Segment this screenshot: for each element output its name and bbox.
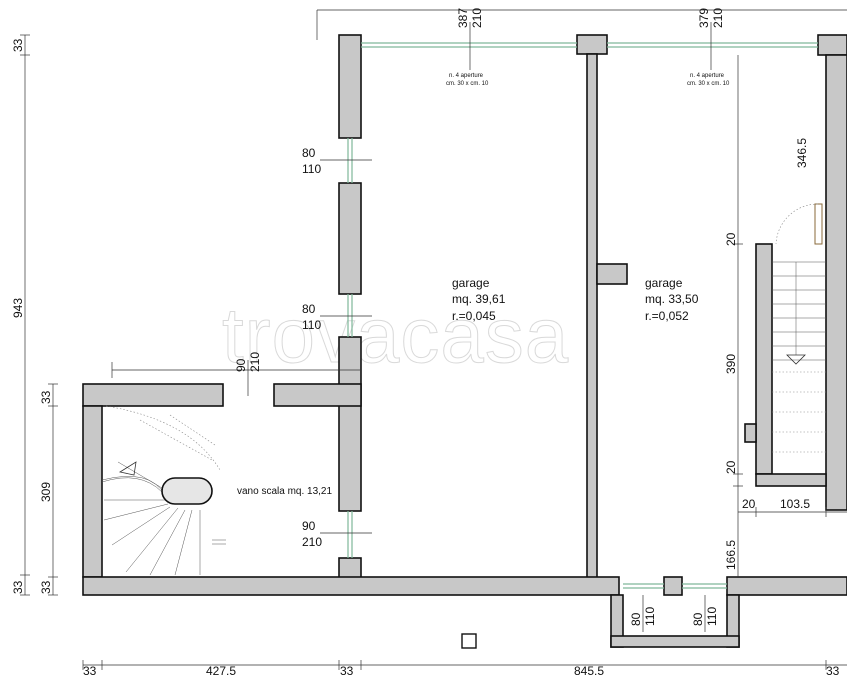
dim-door-stair-b: 210 bbox=[248, 352, 262, 372]
room-garage-1-ratio: r.=0,045 bbox=[452, 309, 496, 323]
right-stair bbox=[772, 203, 826, 453]
wall-central-top bbox=[338, 34, 362, 139]
dim-left-33-b: 33 bbox=[39, 580, 53, 594]
wall-bay-pier bbox=[663, 576, 683, 596]
wall-partition bbox=[586, 53, 598, 579]
walls bbox=[82, 34, 847, 649]
wall-right-column bbox=[825, 54, 847, 511]
vent-note-2-line2: cm. 30 x cm. 10 bbox=[687, 81, 730, 87]
dim-right-346: 346.5 bbox=[795, 138, 809, 168]
wall-partition-stub bbox=[596, 263, 628, 285]
wall-pier-top bbox=[576, 34, 608, 55]
dim-right-20a: 20 bbox=[724, 232, 738, 246]
dim-win2-a: 80 bbox=[302, 302, 316, 316]
room-garage-1-name: garage bbox=[452, 276, 490, 290]
dim-left-309: 309 bbox=[39, 482, 53, 502]
dim-left-33-top: 33 bbox=[11, 38, 25, 52]
wall-bay-bottom bbox=[610, 635, 740, 648]
wall-central-low bbox=[338, 336, 362, 512]
room-garage-2-ratio: r.=0,052 bbox=[645, 309, 689, 323]
dim-right-103: 103.5 bbox=[780, 497, 810, 511]
square-marker bbox=[461, 633, 477, 649]
dim-top-right-a: 379 bbox=[697, 8, 711, 28]
wall-bottom-right bbox=[726, 576, 847, 596]
vent-note-1-line1: n. 4 aperture bbox=[449, 73, 484, 79]
dim-win2-b: 110 bbox=[302, 318, 321, 332]
wall-stair-notch bbox=[744, 423, 757, 443]
dim-top-left-a: 387 bbox=[456, 8, 470, 28]
dim-bottom-33c: 33 bbox=[826, 664, 840, 678]
dim-door-bottom-b: 210 bbox=[302, 535, 322, 549]
watermark-text: trovacasa bbox=[222, 291, 569, 379]
wall-stair-left bbox=[82, 405, 103, 578]
dim-bottom-win-b-b: 110 bbox=[705, 607, 719, 626]
wall-right-top bbox=[817, 34, 847, 56]
dimension-lines bbox=[20, 9, 847, 670]
openings bbox=[347, 42, 818, 589]
dim-bottom-845: 845.5 bbox=[574, 664, 604, 678]
wall-stair-bottom bbox=[755, 473, 827, 487]
room-stair-label: vano scala mq. 13,21 bbox=[237, 486, 332, 497]
dim-bottom-33b: 33 bbox=[340, 664, 354, 678]
wall-stair-top-right bbox=[273, 383, 362, 407]
dim-left-33-bottom: 33 bbox=[11, 580, 25, 594]
spiral-stair bbox=[101, 405, 226, 576]
dim-bottom-win-a-b: 110 bbox=[643, 607, 657, 626]
dim-right-166: 166.5 bbox=[724, 540, 738, 570]
wall-bottom-left bbox=[82, 576, 620, 596]
dim-right-20b: 20 bbox=[724, 460, 738, 474]
dim-door-bottom-a: 90 bbox=[302, 519, 316, 533]
dim-right-20c: 20 bbox=[742, 497, 756, 511]
dim-top-right-b: 210 bbox=[711, 8, 725, 28]
dim-door-stair-a: 90 bbox=[234, 358, 248, 372]
dim-bottom-33a: 33 bbox=[83, 664, 97, 678]
dim-left-total: 943 bbox=[11, 298, 25, 318]
room-garage-2-area: mq. 33,50 bbox=[645, 292, 699, 306]
dim-bottom-win-b-a: 80 bbox=[691, 612, 705, 626]
dim-bottom-427: 427.5 bbox=[206, 664, 236, 678]
dim-top-left-b: 210 bbox=[470, 8, 484, 28]
wall-central-mid bbox=[338, 182, 362, 295]
room-garage-2-name: garage bbox=[645, 276, 683, 290]
dim-right-390: 390 bbox=[724, 354, 738, 374]
dim-bottom-win-a-a: 80 bbox=[629, 612, 643, 626]
room-garage-1-area: mq. 39,61 bbox=[452, 292, 506, 306]
wall-stair-left bbox=[755, 243, 773, 475]
dim-win1-b: 110 bbox=[302, 162, 321, 176]
vent-note-2-line1: n. 4 aperture bbox=[690, 73, 725, 79]
vent-note-1-line2: cm. 30 x cm. 10 bbox=[446, 81, 489, 87]
dim-win1-a: 80 bbox=[302, 146, 316, 160]
wall-stair-top-left bbox=[82, 383, 224, 407]
wall-central-foot bbox=[338, 557, 362, 579]
dim-left-33-a: 33 bbox=[39, 390, 53, 404]
